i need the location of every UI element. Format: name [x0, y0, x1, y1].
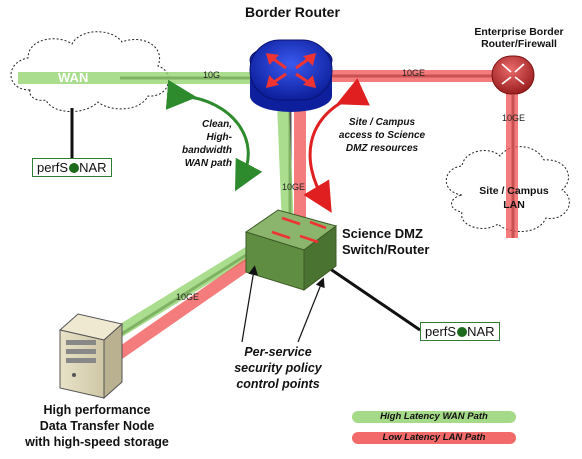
border-router-label: Border Router	[245, 4, 340, 20]
campus-access-arrow	[303, 78, 370, 213]
wan-path-highlight	[18, 72, 294, 342]
dmz-perfsonar-link	[319, 260, 421, 332]
campus-access-annotation: Site / Campus access to Science DMZ reso…	[338, 117, 426, 154]
perfsonar-wan-box: perfS NAR	[32, 158, 112, 177]
wan-cloud	[10, 31, 169, 113]
enterprise-router-label: Enterprise Border Router/Firewall	[474, 26, 564, 50]
legend-wan-swatch	[352, 411, 516, 423]
wan-path-annotation: Clean, High-bandwidth WAN path	[182, 119, 232, 169]
science-dmz-label: Science DMZ Switch/Router	[342, 226, 430, 257]
border-router-icon	[249, 39, 333, 112]
dtn-label: High performance Data Transfer Node with…	[25, 403, 169, 449]
enterprise-router-icon	[491, 55, 535, 95]
link-speed-enterprise: 10GE	[402, 68, 426, 78]
security-point-arrow-left	[241, 265, 258, 343]
security-point-arrow-right	[297, 277, 325, 343]
wan-label: WAN	[58, 70, 89, 85]
legend-lan-swatch	[352, 432, 516, 444]
link-speed-wan: 10G	[203, 70, 221, 80]
perfsonar-dmz-box: perfS NAR	[420, 322, 500, 341]
perfsonar-logo-icon	[457, 327, 468, 337]
link-speed-dtn: 10GE	[176, 292, 200, 302]
perfsonar-dmz-text-right: NAR	[467, 324, 495, 339]
perfsonar-wan-text-left: perfS	[37, 160, 69, 175]
perfsonar-dmz-text-left: perfS	[425, 324, 457, 339]
legend-wan-label: High Latency WAN Path	[380, 411, 488, 422]
data-transfer-node-icon	[58, 313, 124, 400]
link-speed-lan: 10GE	[502, 113, 526, 123]
wan-path-arrow	[165, 79, 263, 192]
science-dmz-switch-icon	[244, 209, 338, 291]
link-speed-dmz: 10GE	[282, 182, 306, 192]
campus-lan-label: Site / Campus LAN	[479, 185, 549, 211]
perfsonar-wan-text-right: NAR	[79, 160, 107, 175]
perfsonar-logo-icon	[69, 163, 80, 173]
legend-lan-label: Low Latency LAN Path	[382, 432, 486, 443]
security-points-annotation: Per-service security policy control poin…	[234, 345, 322, 391]
